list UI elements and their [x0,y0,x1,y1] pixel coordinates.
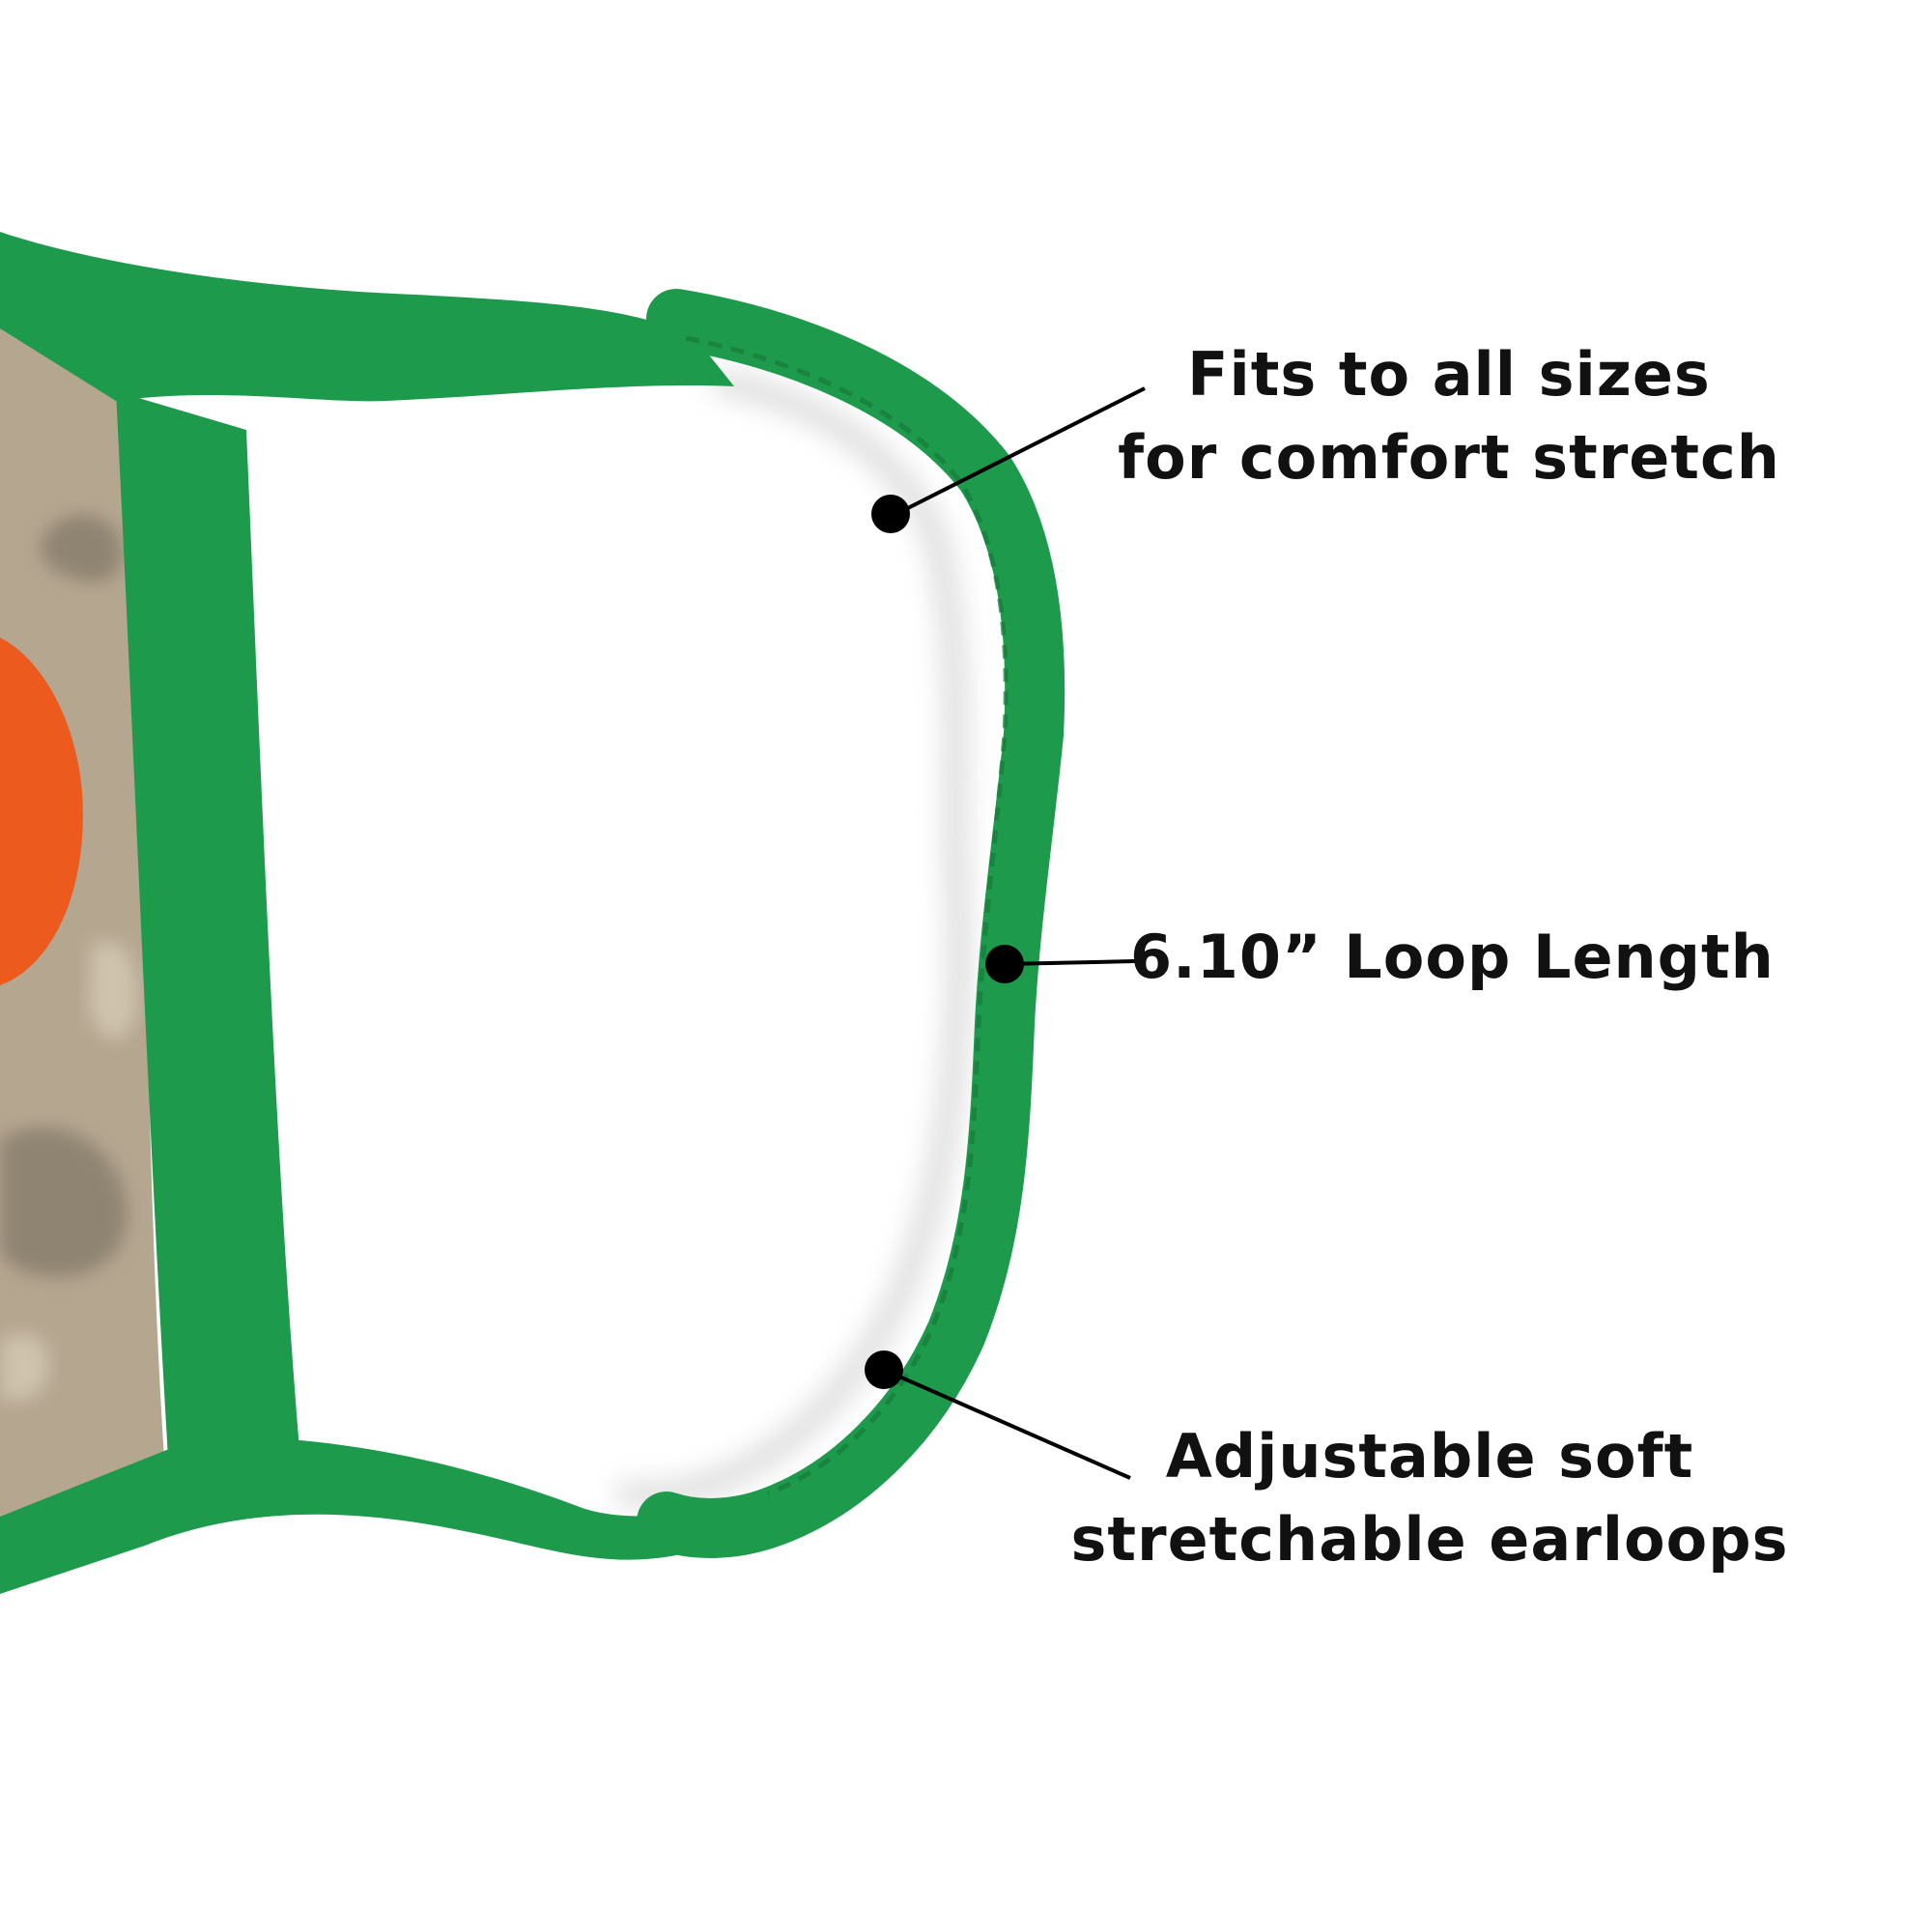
black-dot-marker-icon [871,495,910,533]
bottom-binding [0,1439,715,1594]
earloop-band [637,289,1065,1558]
top-binding [0,232,734,402]
leader-line-fit [895,386,1146,516]
black-dot-marker-icon [985,945,1024,983]
left-strap [116,391,299,1473]
callout-adjust-line2: stretchable earloops [1070,1504,1789,1575]
callout-loop-length: 6.10” Loop Length [1130,916,1787,999]
markers [865,495,1024,1389]
earloop-seam [685,335,1009,1496]
camo-patch-light [0,1334,49,1401]
earloop-outer [637,289,1065,1558]
mask-binding [0,232,734,1594]
black-dot-marker-icon [865,1350,903,1389]
mask-fabric-panel [0,309,164,1517]
camo-patch-dark [40,514,123,582]
leader-line-loop [1004,959,1136,966]
callout-fit-line1: Fits to all sizes [1187,339,1711,410]
callout-adjust-line1: Adjustable soft [1165,1421,1694,1492]
orange-shape [0,638,83,985]
camo-patch-light [89,941,138,1039]
camo-patch-dark [0,1127,128,1277]
leader-line-adjust [883,1368,1131,1480]
callout-loop-line1: 6.10” Loop Length [1130,922,1775,992]
leader-lines [883,386,1146,1480]
loop-inner-shadow [615,371,970,1506]
callout-fit-line2: for comfort stretch [1118,422,1780,493]
callout-adjustable-earloops: Adjustable soft stretchable earloops [1058,1415,1802,1581]
callout-fits-all-sizes: Fits to all sizes for comfort stretch [1111,333,1787,499]
